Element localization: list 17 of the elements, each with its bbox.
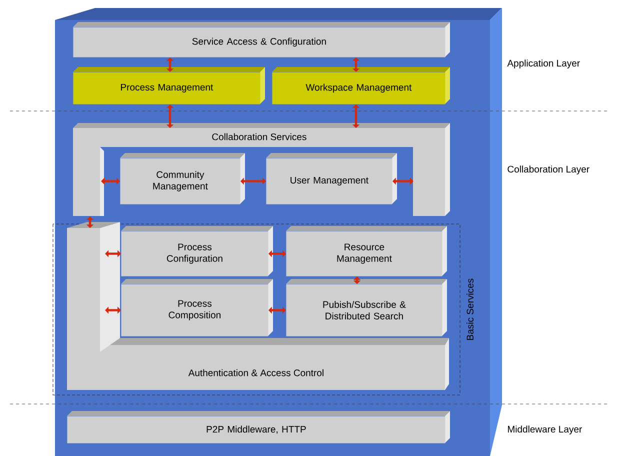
service-box: Process Configuration	[121, 226, 273, 276]
layer-label: Middleware Layer	[508, 426, 582, 434]
double-arrow	[101, 178, 120, 185]
service-box: Resource Management	[286, 226, 447, 276]
module-box: Process Management	[73, 67, 265, 104]
service-box: User Management	[266, 153, 397, 204]
node-label: Basic Services	[466, 278, 474, 340]
service-box: Pubish/Subscribe & Distributed Search	[286, 279, 447, 336]
double-arrow	[105, 306, 121, 314]
layer-label: Collaboration Layer	[508, 166, 590, 174]
service-layer-box: Service Access & Configuration	[73, 22, 450, 58]
double-arrow	[105, 250, 121, 258]
module-box: Workspace Management	[272, 67, 450, 104]
service-box: Process Composition	[121, 279, 273, 336]
service-layer-box: P2P Middleware, HTTP	[67, 411, 450, 444]
service-box: Community Management	[120, 153, 245, 204]
layer-label: Application Layer	[507, 60, 580, 68]
